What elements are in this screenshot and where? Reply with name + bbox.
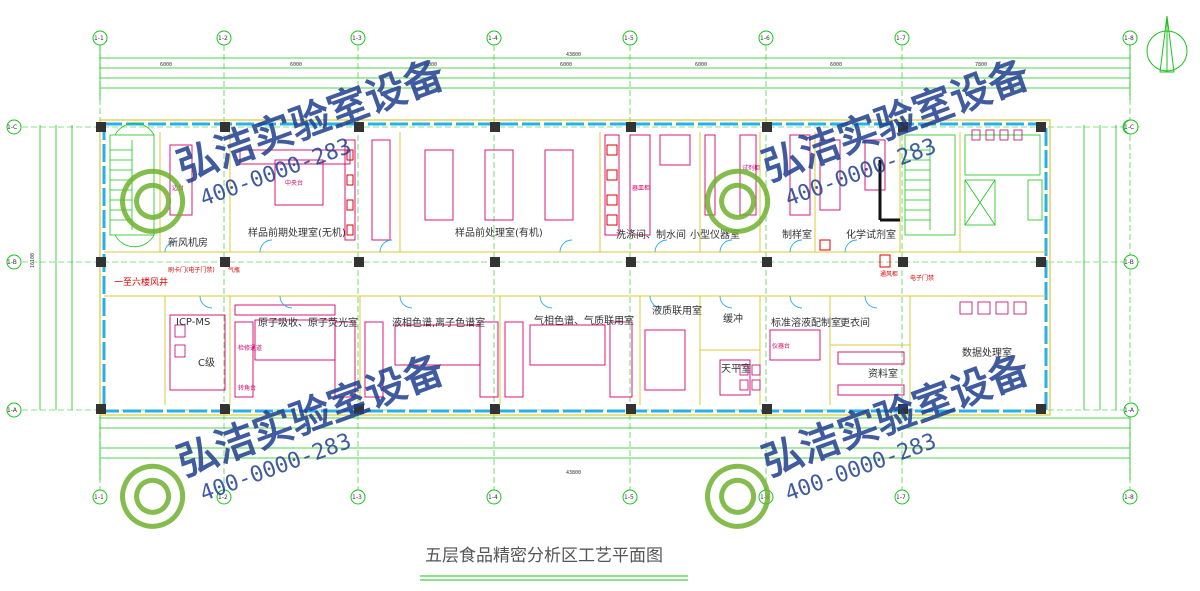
axis-label-1-5-bottom: 1-5 [624,494,634,501]
axis-label-1-2-bottom: 1-2 [218,494,228,501]
fume-hoods-top [346,144,891,268]
room-label-buffer: 缓冲 [723,312,743,325]
note-ecard-door: 电子门禁 [910,274,934,282]
axis-label-1-3-bottom: 1-3 [352,494,362,501]
room-label-lc-ion: 液相色谱,离子色谱室 [392,316,485,329]
bench-label-6: 试剂柜 [742,164,760,172]
axis-label-1-6-bottom: 1-6 [760,494,770,501]
room-label-washing: 洗涤间、制水间 [616,228,686,241]
dimension-span-6: 6000 [830,62,842,68]
room-label-sample-prep: 制样室 [782,228,812,241]
axis-label-1-8-top: 1-8 [1124,35,1134,42]
dimension-span-1: 6000 [160,62,172,68]
bench-label-4: 检修通道 [238,344,262,352]
room-label-chem-test: 化学试剂室 [846,228,896,241]
dimension-total-bottom: 43800 [566,470,581,476]
room-label-data: 数据处理室 [962,346,1012,359]
axis-label-1-C-left: 1-C [7,124,17,131]
bench-label-2: 中央台 [285,179,303,187]
axis-bubbles-top [92,30,1138,46]
structural-columns [96,122,1046,414]
axis-bubbles-rows-right [1123,119,1139,418]
restroom-fixtures [959,129,1027,315]
doors [164,239,878,309]
axis-label-1-1-bottom: 1-1 [94,494,104,501]
dimension-span-5: 6000 [695,62,707,68]
instrument-boxes-bottom [174,324,761,391]
dimension-span-7: 7800 [975,62,987,68]
dimension-span-3: 6000 [425,62,437,68]
axis-label-1-1-top: 1-1 [94,35,104,42]
stair-right [904,134,956,236]
note-fume-hood: 通风柜 [880,270,898,278]
note-gas-bottle: 气瓶 [228,266,240,274]
axis-label-1-4-bottom: 1-4 [488,494,498,501]
bench-labels: 边台 中央台 转角台 检修通道 器皿柜 试剂柜 仪器台 [172,164,790,392]
axis-labels-rows-right: 1-C 1-B 1-A [1124,124,1135,414]
notes: 一至六楼风井 电子门禁 刷卡门(电子门禁) 气瓶 通风柜 [114,266,934,288]
side-dimensions [39,125,1117,410]
axis-label-1-4-top: 1-4 [488,35,498,42]
room-label-sample-pre-organic: 样品前处理室(有机) [455,226,543,239]
axis-labels-top: 1-1 1-2 1-3 1-4 1-5 1-6 1-7 1-8 [94,35,1134,42]
dimension-span-4: 6000 [560,62,572,68]
room-label-atomic-abs: 原子吸收、原子荧光室 [258,316,358,329]
axis-label-1-A-right: 1-A [1124,407,1135,414]
axis-label-1-A-left: 1-A [7,407,18,414]
dimension-total-top: 43800 [566,52,581,58]
room-label-std-solution: 标准溶液配制室 [771,316,841,329]
axis-label-1-2-top: 1-2 [218,35,228,42]
axis-label-1-3-top: 1-3 [352,35,362,42]
north-arrow-icon [1146,15,1188,73]
room-label-changing: 更衣间 [840,316,870,329]
dimension-depth: 16100 [30,253,36,268]
top-dimensions [99,42,1131,100]
watermark-1: 弘洁实验室设备 400-0000-283 [120,52,451,234]
note-main-door: 刷卡门(电子门禁) [168,266,215,274]
note-ahu: 一至六楼风井 [114,276,168,288]
axis-label-1-8-bottom: 1-8 [1124,494,1134,501]
core-block-right [964,134,1043,226]
room-labels: 新风机房 样品前期处理室(无机) 样品前处理室(有机) 洗涤间、制水间 小型仪器… [168,226,1012,380]
bench-label-5: 器皿柜 [632,184,650,192]
watermark-3: 弘洁实验室设备 400-0000-283 [120,347,451,529]
top-span-labels: 6000 6000 6000 6000 6000 6000 7800 [160,62,987,68]
dimension-span-2: 6000 [290,62,302,68]
axis-label-1-7-top: 1-7 [896,35,906,42]
heavy-wall [878,160,900,222]
room-label-lc-ms: 液质联用室 [652,304,702,317]
axis-label-1-C-right: 1-C [1124,124,1134,131]
title-underline [420,575,688,581]
room-label-c-stage: C级 [198,357,215,369]
room-label-balance: 天平室 [721,362,751,375]
exterior-walls [99,119,1051,416]
bench-label-7: 仪器台 [772,342,790,350]
room-label-fresh-air: 新风机房 [168,236,208,249]
axis-labels-rows: 1-C 1-B 1-A [7,124,18,414]
axis-label-1-6-top: 1-6 [760,35,770,42]
drawing-title: 五层食品精密分析区工艺平面图 [425,546,663,566]
room-label-icp-ms: ICP-MS [176,317,210,328]
axis-bubbles-bottom [92,489,1138,505]
benches-bottom [169,304,905,398]
bottom-partitions [164,296,911,405]
room-label-gc-ms: 气相色谱、气质联用室 [534,314,634,327]
room-label-sample-pre-inorganic: 样品前期处理室(无机) [248,226,346,239]
axis-label-1-5-top: 1-5 [624,35,634,42]
axis-label-1-7-bottom: 1-7 [896,494,906,501]
axis-label-1-B-right: 1-B [1124,259,1134,266]
bench-label-3: 转角台 [238,384,256,392]
axis-labels-bottom: 1-1 1-2 1-3 1-4 1-5 1-6 1-7 1-8 [94,494,1134,501]
watermark-2: 弘洁实验室设备 400-0000-283 [705,52,1036,234]
axis-label-1-B-left: 1-B [7,259,17,266]
corridor [104,251,1046,297]
room-label-storage: 资料室 [868,367,898,380]
